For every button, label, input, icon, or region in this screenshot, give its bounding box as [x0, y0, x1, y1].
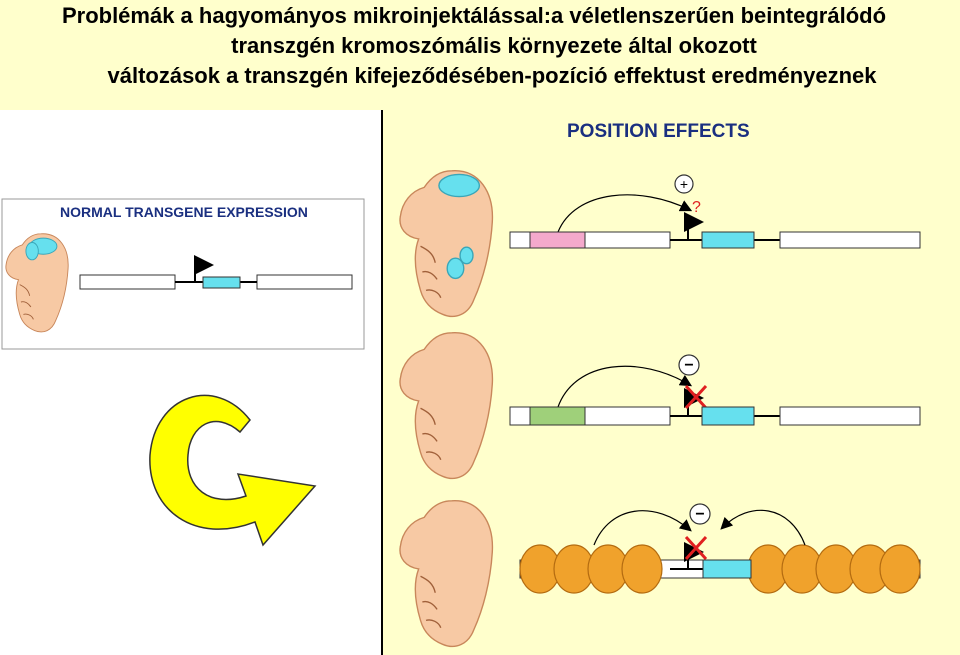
normal-promoter-arrow — [194, 255, 214, 282]
row1-transgene — [701, 231, 755, 249]
nucleosomes-left — [519, 544, 663, 594]
row1-question: ? — [692, 199, 701, 216]
position-heading: POSITION EFFECTS — [567, 121, 750, 142]
row1-embryo — [399, 170, 494, 318]
normal-embryo — [5, 233, 69, 333]
row3-cross-icon — [684, 535, 708, 561]
normal-transgene — [202, 276, 241, 289]
row3-transgene — [702, 559, 752, 579]
row2-sign: − — [684, 357, 693, 374]
row3-sign: − — [695, 506, 704, 523]
row-silencer: − — [399, 332, 921, 480]
row3-embryo — [399, 500, 494, 648]
row2-embryo — [399, 332, 494, 480]
row2-cross-icon — [684, 384, 708, 410]
yellow-curved-arrow — [149, 394, 317, 547]
row-enhancer: + ? — [399, 170, 921, 318]
slide-title: Problémák a hagyományos mikroinjektáláss… — [0, 0, 960, 108]
enhancer-block — [529, 231, 586, 249]
row-heterochromatin: − — [399, 500, 921, 648]
normal-flank-left — [79, 274, 176, 290]
normal-flank-right — [256, 274, 353, 290]
panel-divider — [381, 110, 383, 655]
nucleosome-bead — [621, 544, 663, 594]
title-line-1: Problémák a hagyományos mikroinjektáláss… — [61, 3, 887, 28]
title-line-2: transzgén kromoszómális környezete által… — [231, 33, 757, 58]
nucleosome-bead — [879, 544, 921, 594]
nucleosomes-right — [747, 544, 921, 594]
row1-sign: + — [680, 176, 688, 192]
title-line-3: változások a transzgén kifejeződésében-p… — [107, 63, 877, 88]
silencer-block — [529, 406, 586, 426]
normal-expression-box: NORMAL TRANSGENE EXPRESSION — [1, 198, 365, 350]
row2-transgene — [701, 406, 755, 426]
normal-heading: NORMAL TRANSGENE EXPRESSION — [60, 204, 308, 220]
